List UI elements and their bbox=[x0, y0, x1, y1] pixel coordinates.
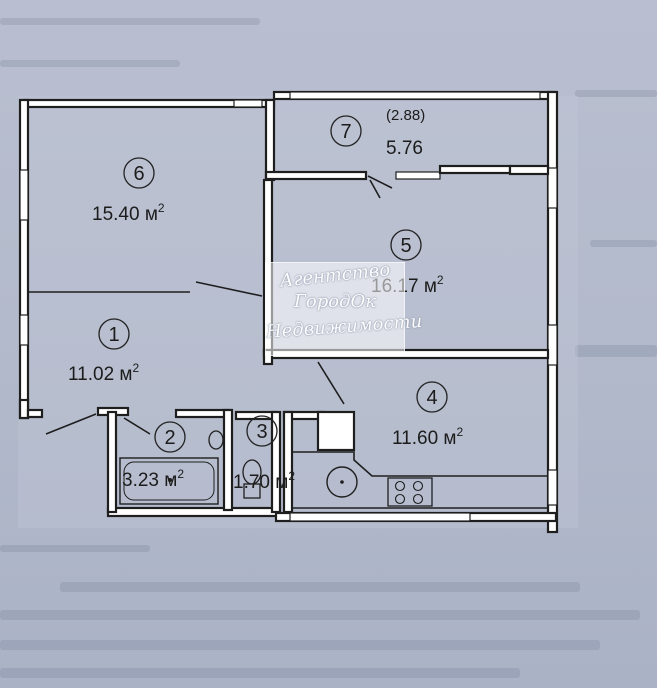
burner-icon bbox=[394, 493, 406, 505]
washbasin-icon bbox=[208, 430, 224, 450]
toilet-icon bbox=[242, 459, 262, 485]
wall-right bbox=[546, 90, 559, 534]
kitchen-sink-icon bbox=[326, 466, 358, 498]
glass-7-bottom bbox=[395, 171, 441, 180]
bleed-line bbox=[575, 345, 657, 357]
window-left-6 bbox=[19, 169, 29, 221]
wall-7-bottom-left bbox=[264, 170, 368, 181]
bathtub-inner bbox=[123, 461, 215, 501]
bleed-line bbox=[0, 18, 260, 25]
vent-shaft bbox=[316, 410, 356, 452]
stove-icon bbox=[387, 477, 433, 507]
door-4 bbox=[317, 361, 345, 405]
room-7-area: 5.76 bbox=[386, 138, 423, 159]
wall-bath-left bbox=[106, 410, 118, 514]
window-bottom-kitchen bbox=[289, 512, 471, 522]
bleed-line bbox=[0, 610, 640, 620]
bleed-line bbox=[0, 640, 600, 650]
window-top-right bbox=[289, 91, 541, 100]
burner-icon bbox=[412, 480, 424, 492]
room-4-area: 11.60 м2 bbox=[392, 425, 463, 449]
bleed-line bbox=[0, 668, 520, 678]
room-5-circle bbox=[390, 229, 422, 261]
room-5-number: 5 bbox=[400, 235, 411, 257]
room-7-number: 7 bbox=[340, 121, 351, 143]
window-top-left bbox=[233, 99, 263, 108]
wall-bottom-left bbox=[106, 506, 280, 518]
kitchen-counter bbox=[292, 451, 548, 509]
door-7b bbox=[369, 179, 381, 199]
watermark-line-3: Недвижимости bbox=[265, 310, 423, 343]
wall-left-return bbox=[26, 408, 44, 419]
bleed-line bbox=[0, 60, 180, 67]
window-right-5 bbox=[547, 167, 558, 209]
bleed-line bbox=[590, 240, 657, 247]
room-3-area: 1.70 м2 bbox=[233, 469, 295, 493]
room-1-circle bbox=[98, 318, 130, 350]
bleed-line bbox=[60, 582, 580, 592]
wall-7-left bbox=[264, 98, 276, 182]
sink-drain-icon bbox=[340, 480, 344, 484]
room-4-circle bbox=[416, 381, 448, 413]
wall-wc-right bbox=[270, 410, 282, 514]
wall-left-stub bbox=[18, 398, 30, 420]
room-3-number: 3 bbox=[256, 421, 267, 443]
bleed-line bbox=[575, 90, 657, 97]
window-right-4 bbox=[547, 324, 558, 366]
wall-7-bottom-right bbox=[438, 164, 512, 175]
window-left-1 bbox=[19, 314, 29, 346]
burner-icon bbox=[394, 480, 406, 492]
watermark-line-2: ГородОк bbox=[293, 291, 377, 312]
door-entrance bbox=[45, 413, 97, 435]
room-6-area: 15.40 м2 bbox=[92, 201, 165, 225]
door-7 bbox=[367, 175, 393, 189]
room-1-number: 1 bbox=[108, 324, 119, 346]
wall-7-corner bbox=[508, 164, 550, 176]
wall-bath-top bbox=[174, 408, 232, 419]
bathtub-drain-icon bbox=[168, 478, 172, 482]
room-2-area: 3.23 м2 bbox=[122, 467, 184, 491]
room-6-circle bbox=[123, 157, 155, 189]
door-6 bbox=[195, 281, 263, 297]
bleed-line bbox=[0, 545, 150, 552]
wall-left bbox=[18, 98, 30, 420]
wall-shaft-left bbox=[282, 410, 294, 514]
room-1-area: 11.02 м2 bbox=[68, 361, 139, 385]
window-right-kitchen bbox=[547, 469, 558, 506]
room-7-note: (2.88) bbox=[386, 107, 425, 124]
wall-2-3 bbox=[222, 408, 234, 512]
room-4-number: 4 bbox=[426, 387, 437, 409]
room-3-circle bbox=[246, 415, 278, 447]
room-7-circle bbox=[330, 115, 362, 147]
room-6-number: 6 bbox=[133, 163, 144, 185]
door-2 bbox=[123, 417, 151, 435]
agency-watermark: Агентство ГородОк Недвижимости bbox=[265, 259, 423, 356]
burner-icon bbox=[412, 493, 424, 505]
room-2-circle bbox=[154, 421, 186, 453]
room-2-number: 2 bbox=[164, 427, 175, 449]
bathtub-icon bbox=[119, 457, 219, 505]
